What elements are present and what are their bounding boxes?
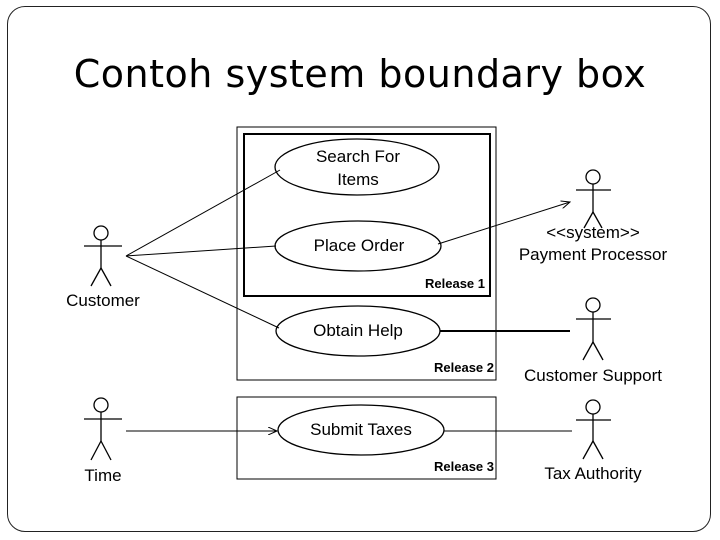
assoc-customer-order (125, 245, 277, 257)
assoc-customer-help (125, 255, 280, 329)
actor-customer[interactable] (84, 225, 122, 287)
actor-customer-label: Customer (66, 291, 140, 310)
use-case-place-order[interactable]: Place Order (274, 220, 442, 272)
use-case-search-items[interactable]: Search For Items (274, 138, 440, 196)
actor-payment-processor-label: Payment Processor (519, 245, 668, 264)
actor-payment-stereotype: <<system>> (546, 223, 640, 242)
boundary-release-1 (243, 133, 491, 297)
actor-tax-authority-label: Tax Authority (544, 464, 642, 483)
release-1-label: Release 1 (425, 276, 485, 291)
use-case-obtain-help-label: Obtain Help (313, 321, 403, 340)
use-case-search-line2: Items (337, 170, 379, 189)
release-2-label: Release 2 (434, 360, 494, 375)
actor-time-label: Time (84, 466, 121, 485)
actor-time[interactable] (84, 397, 122, 461)
use-case-search-line1: Search For (316, 147, 400, 166)
page-title: Contoh system boundary box (73, 52, 647, 96)
assoc-order-payment (437, 202, 570, 245)
assoc-customer-search (125, 169, 281, 257)
actor-customer-support[interactable] (576, 297, 611, 361)
use-case-submit-taxes[interactable]: Submit Taxes (277, 404, 445, 456)
boundary-release-2 (236, 126, 497, 381)
use-case-submit-taxes-label: Submit Taxes (310, 420, 412, 439)
actor-tax-authority[interactable] (576, 399, 611, 460)
actor-payment-processor[interactable] (576, 169, 611, 229)
boundary-release-3 (236, 396, 497, 480)
actor-customer-support-label: Customer Support (524, 366, 662, 385)
release-3-label: Release 3 (434, 459, 494, 474)
use-case-place-order-label: Place Order (314, 236, 405, 255)
use-case-obtain-help[interactable]: Obtain Help (275, 305, 441, 357)
